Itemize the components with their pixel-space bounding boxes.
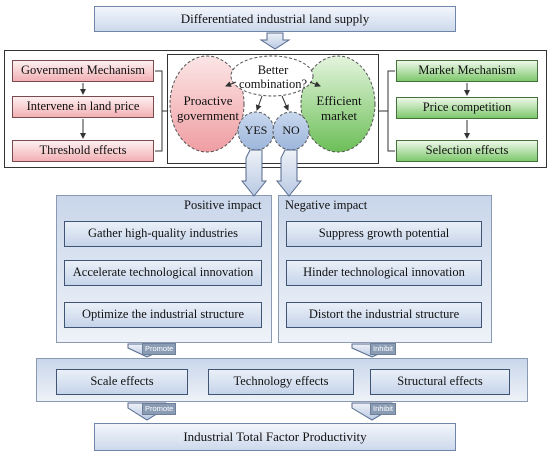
positive-item: Accelerate technological innovation [64, 260, 262, 286]
bottom-box-label: Industrial Total Factor Productivity [183, 428, 367, 444]
bottom-box: Industrial Total Factor Productivity [94, 423, 456, 451]
structural-effects-box: Structural effects [370, 369, 510, 395]
threshold-effects-box: Threshold effects [12, 140, 154, 162]
intervene-land-price-box: Intervene in land price [12, 96, 154, 118]
inhibit-tag: Inhibit [370, 343, 397, 355]
negative-item: Distort the industrial structure [286, 302, 482, 328]
proactive-government-label: Proactive government [176, 93, 240, 123]
positive-impact-title: Positive impact [184, 198, 262, 212]
effects-label: Structural effects [397, 374, 483, 389]
promote-tag: Promote [142, 403, 177, 415]
center-frame [167, 54, 379, 164]
intervene-land-price-label: Intervene in land price [26, 99, 140, 114]
selection-effects-box: Selection effects [396, 140, 538, 162]
negative-item: Hinder technological innovation [286, 260, 482, 286]
top-box: Differentiated industrial land supply [94, 6, 456, 32]
better-combination-ellipse [230, 55, 314, 97]
negative-item-label: Suppress growth potential [318, 226, 450, 241]
positive-item: Optimize the industrial structure [64, 302, 262, 328]
government-mechanism-box: Government Mechanism [12, 60, 154, 82]
better-combination-label: Better combination? [238, 63, 308, 92]
inhibit-tag: Inhibit [370, 403, 397, 415]
positive-item: Gather high-quality industries [64, 221, 262, 247]
efficient-market-label: Efficient market [316, 93, 362, 123]
market-bracket [387, 70, 395, 152]
positive-item-label: Optimize the industrial structure [81, 307, 245, 322]
scale-effects-box: Scale effects [56, 369, 188, 395]
efficient-market-ellipse [300, 55, 376, 153]
negative-item-label: Hinder technological innovation [303, 265, 465, 280]
proactive-government-ellipse [169, 55, 245, 153]
market-mechanism-label: Market Mechanism [418, 63, 516, 78]
market-mechanism-box: Market Mechanism [396, 60, 538, 82]
positive-item-label: Gather high-quality industries [88, 226, 238, 241]
top-box-label: Differentiated industrial land supply [180, 10, 370, 26]
positive-item-label: Accelerate technological innovation [72, 265, 254, 280]
negative-item-label: Distort the industrial structure [308, 307, 460, 322]
no-ellipse [272, 111, 310, 151]
gov-bracket [155, 70, 163, 152]
yes-label: YES [244, 123, 268, 137]
threshold-effects-label: Threshold effects [39, 143, 127, 158]
price-competition-box: Price competition [396, 97, 538, 119]
promote-tag: Promote [142, 343, 177, 355]
no-down-arrow [275, 149, 303, 197]
yes-down-arrow [240, 149, 268, 197]
selection-effects-label: Selection effects [425, 143, 509, 158]
negative-impact-title: Negative impact [285, 198, 368, 212]
effects-label: Scale effects [90, 374, 154, 389]
government-mechanism-label: Government Mechanism [21, 63, 145, 78]
technology-effects-box: Technology effects [208, 369, 354, 395]
top-down-arrow [259, 32, 291, 50]
negative-item: Suppress growth potential [286, 221, 482, 247]
no-label: NO [282, 123, 300, 137]
effects-label: Technology effects [233, 374, 329, 389]
price-competition-label: Price competition [422, 100, 512, 115]
